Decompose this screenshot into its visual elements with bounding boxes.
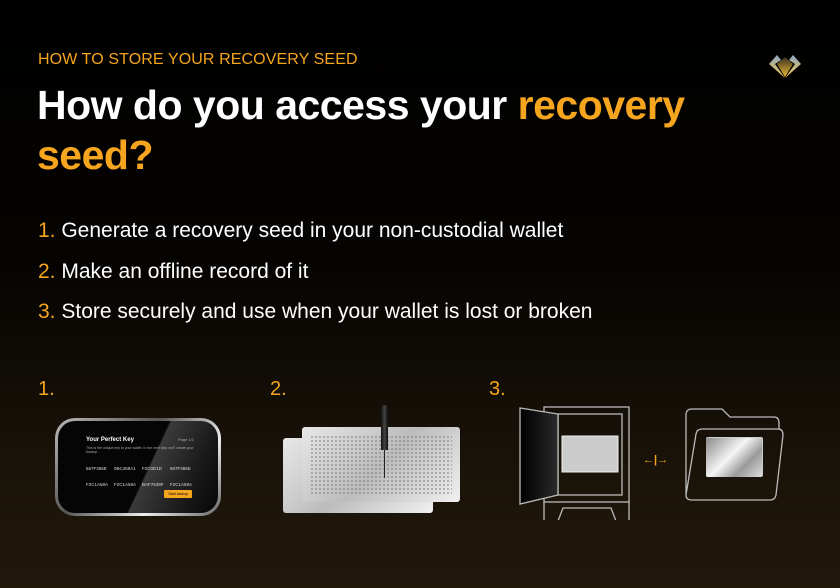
illustration-number: 2. (270, 378, 287, 400)
safe-icon (519, 406, 630, 520)
metal-card (706, 438, 762, 477)
illustration-number: 3. (489, 378, 506, 400)
step-item: 2. Make an offline record of it (38, 259, 309, 283)
pen-tip (384, 450, 385, 478)
step-item: 1. Generate a recovery seed in your non-… (38, 219, 564, 242)
exchange-arrows-icon: ←|→ (643, 454, 669, 466)
device-screen: Your Perfect Key Page 1/1 This is the un… (58, 421, 218, 513)
engraving-pen-icon (381, 405, 388, 450)
illustration-number: 1. (38, 378, 55, 400)
title-highlight: recovery seed? (37, 82, 685, 178)
hardware-wallet-device: Your Perfect Key Page 1/1 This is the un… (55, 418, 221, 516)
step-item: 3. Store securely and use when your wall… (38, 300, 593, 323)
start-backup-button: Start backup (164, 490, 192, 498)
eyebrow: HOW TO STORE YOUR RECOVERY SEED (38, 51, 358, 68)
diamond-logo-icon (769, 55, 801, 78)
steps-list: 1. Generate a recovery seed in your non-… (38, 211, 592, 333)
title-text: How do you access your (37, 82, 518, 128)
page-title: How do you access your recovery seed? (37, 80, 797, 180)
